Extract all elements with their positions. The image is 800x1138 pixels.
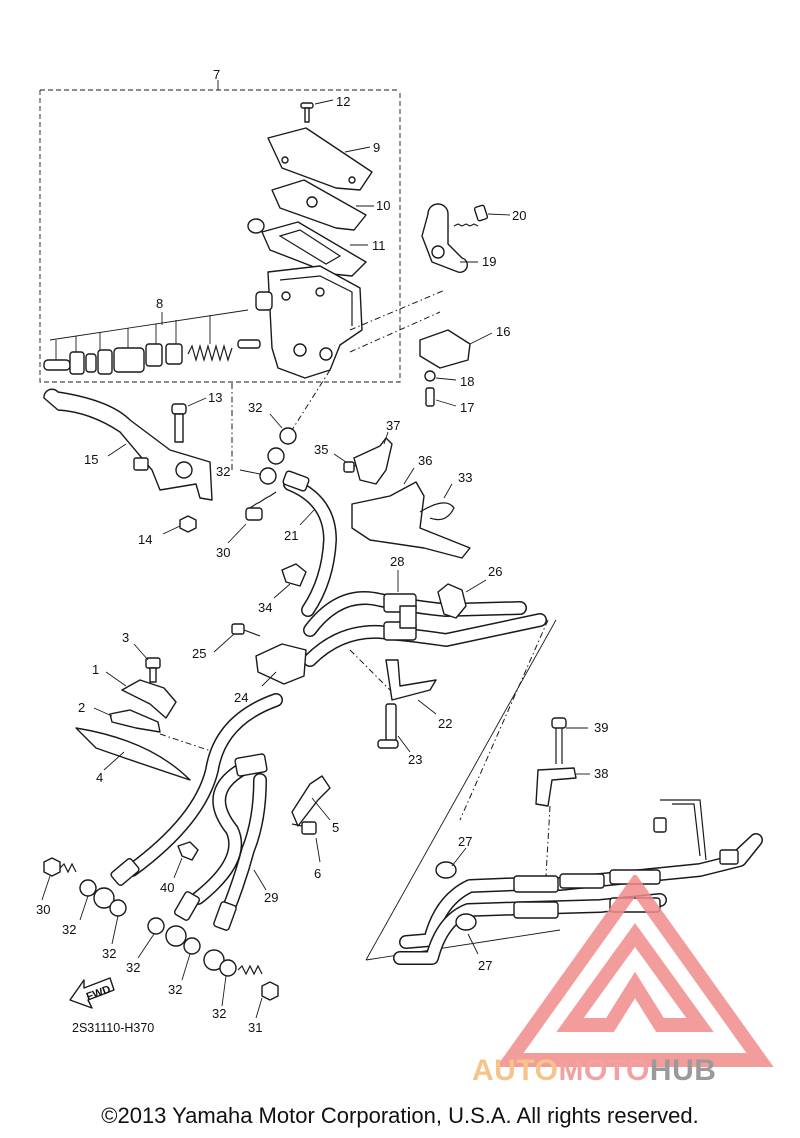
- brake-lever-15: [43, 388, 213, 501]
- callout-12: 12: [336, 94, 350, 109]
- callout-15: 15: [84, 452, 98, 467]
- bolt-23: [377, 703, 399, 749]
- callout-20: 20: [512, 208, 526, 223]
- callout-32f: 32: [168, 982, 182, 997]
- callout-37: 37: [386, 418, 400, 433]
- callout-2: 2: [78, 700, 85, 715]
- brake-switch-16: [419, 329, 471, 369]
- washer-32: [79, 879, 97, 897]
- callout-27: 27: [458, 834, 472, 849]
- hose-joint-28: [383, 593, 417, 641]
- callout-25: 25: [192, 646, 206, 661]
- callout-21: 21: [284, 528, 298, 543]
- clip-34: [281, 563, 307, 587]
- callout-34: 34: [258, 600, 272, 615]
- guard-4: [75, 727, 191, 781]
- bolt-25: [231, 623, 261, 637]
- piston-kit-8: [43, 309, 261, 375]
- callout-8: 8: [156, 296, 163, 311]
- callout-32e: 32: [126, 960, 140, 975]
- callout-26: 26: [488, 564, 502, 579]
- callout-36: 36: [418, 453, 432, 468]
- bracket-38: [535, 767, 577, 807]
- clamp-26: [437, 583, 467, 619]
- bolt-13: [171, 403, 187, 443]
- callout-31: 31: [248, 1020, 262, 1035]
- reservoir-cap-9: [267, 127, 373, 191]
- callout-23: 23: [408, 752, 422, 767]
- watermark-logo: [496, 875, 774, 1067]
- clip-33: [419, 502, 455, 521]
- callout-29: 29: [264, 890, 278, 905]
- nut-14: [179, 515, 197, 533]
- callout-39: 39: [594, 720, 608, 735]
- callout-19: 19: [482, 254, 496, 269]
- callout-38: 38: [594, 766, 608, 781]
- clamp-27: [435, 861, 457, 879]
- callout-24: 24: [234, 690, 248, 705]
- callout-28: 28: [390, 554, 404, 569]
- callout-32d: 32: [102, 946, 116, 961]
- parts-diagram: FWD 7 12 9 10 11 8 20 19 16 18 17 13: [36, 67, 763, 1035]
- clip-40: [177, 841, 199, 861]
- diaphragm-plate-10: [271, 179, 367, 231]
- bracket-5: [291, 775, 331, 827]
- banjo-bolt-30: [43, 857, 77, 877]
- callout-14: 14: [138, 532, 152, 547]
- callout-27b: 27: [478, 958, 492, 973]
- banjo-bolt-30: [245, 491, 277, 521]
- watermark-auto: AUTO: [472, 1054, 559, 1087]
- callout-32b: 32: [216, 464, 230, 479]
- callout-9: 9: [373, 140, 380, 155]
- bolt-3: [145, 657, 161, 683]
- callout-30b: 30: [36, 902, 50, 917]
- bracket-37: [353, 437, 393, 485]
- callout-7: 7: [213, 67, 220, 82]
- clamp-24: [255, 643, 307, 685]
- watermark-moto: MOTO: [558, 1054, 650, 1087]
- bolt-39: [551, 717, 567, 764]
- bolt-20: [453, 204, 489, 227]
- bracket-36: [351, 481, 471, 559]
- callout-labels: 7 12 9 10 11 8 20 19 16 18 17 13 15 14 3…: [36, 67, 608, 1035]
- bracket-22: [385, 659, 437, 701]
- boot-small: [247, 218, 265, 234]
- watermark-text: AUTOMOTOHUB: [472, 1054, 716, 1088]
- callout-32c: 32: [62, 922, 76, 937]
- clip-2: [109, 709, 161, 733]
- callout-18: 18: [460, 374, 474, 389]
- callout-11: 11: [372, 238, 386, 253]
- callout-32: 32: [248, 400, 262, 415]
- screw-12: [300, 102, 314, 123]
- screw-17: [425, 387, 435, 407]
- clamp-27: [455, 913, 477, 931]
- callout-30: 30: [216, 545, 230, 560]
- washer-18: [424, 370, 436, 382]
- callout-22: 22: [438, 716, 452, 731]
- watermark-hub: HUB: [649, 1054, 717, 1087]
- bolt-31: [237, 964, 279, 1001]
- bracket-1: [121, 679, 177, 719]
- callout-4: 4: [96, 770, 103, 785]
- callout-35: 35: [314, 442, 328, 457]
- copyright-footer: ©2013 Yamaha Motor Corporation, U.S.A. A…: [101, 1103, 699, 1128]
- callout-32g: 32: [212, 1006, 226, 1021]
- callout-17: 17: [460, 400, 474, 415]
- callout-10: 10: [376, 198, 390, 213]
- callout-1: 1: [92, 662, 99, 677]
- callout-5: 5: [332, 820, 339, 835]
- callout-40: 40: [160, 880, 174, 895]
- callout-3: 3: [122, 630, 129, 645]
- master-cylinder-body: [267, 265, 363, 379]
- diaphragm-11: [261, 221, 367, 277]
- callout-33: 33: [458, 470, 472, 485]
- bolt-6: [291, 821, 317, 835]
- callout-16: 16: [496, 324, 510, 339]
- fwd-arrow: FWD: [69, 977, 115, 1009]
- callout-13: 13: [208, 390, 222, 405]
- callout-6: 6: [314, 866, 321, 881]
- drawing-code: 2S31110-H370: [72, 1021, 154, 1035]
- washer-32: [279, 427, 297, 445]
